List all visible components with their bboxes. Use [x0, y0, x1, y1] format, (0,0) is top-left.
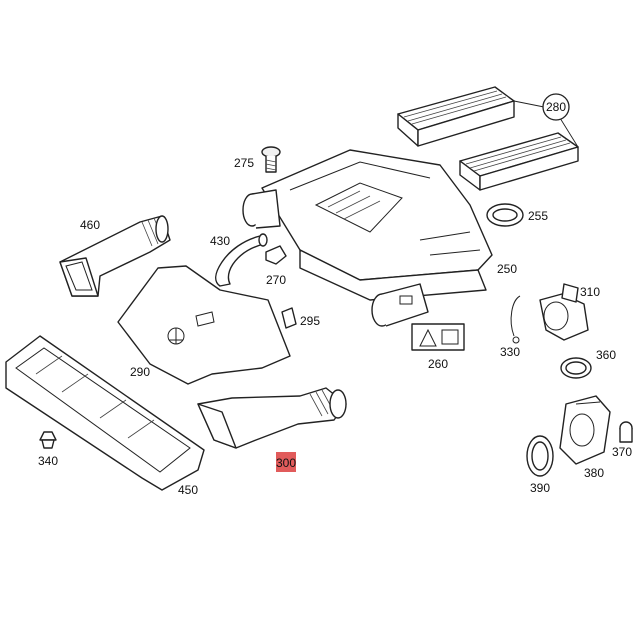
air-filter-housing[interactable] [242, 149, 493, 327]
callout-290[interactable]: 290 [130, 365, 150, 379]
callout-260[interactable]: 260 [428, 357, 448, 371]
callout-450[interactable]: 450 [178, 483, 198, 497]
callout-340[interactable]: 330 [500, 345, 520, 359]
callout-310[interactable]: 460 [80, 218, 100, 232]
cap-390[interactable] [619, 421, 633, 443]
callout-295[interactable]: 295 [300, 314, 320, 328]
bolt-275[interactable] [261, 146, 281, 173]
intake-duct-310[interactable] [59, 215, 171, 297]
callout-250[interactable]: 250 [497, 262, 517, 276]
clip-295[interactable] [281, 307, 297, 329]
callout-360[interactable]: 380 [584, 466, 604, 480]
hose-430[interactable] [215, 233, 268, 287]
air-filter-elements[interactable] [397, 86, 579, 191]
air-mass-sensor-330[interactable] [539, 283, 589, 341]
warning-label-260[interactable] [411, 323, 465, 351]
seal-ring-255[interactable] [486, 203, 524, 227]
fastener-460[interactable] [39, 431, 57, 449]
callout-370[interactable]: 360 [596, 348, 616, 362]
callout-275[interactable]: 275 [234, 156, 254, 170]
svg-text:300: 300 [276, 456, 296, 470]
cowl-panel-450[interactable] [5, 335, 205, 491]
callout-300[interactable]: 300 [276, 452, 296, 472]
callout-330[interactable]: 310 [580, 285, 600, 299]
callout-380[interactable]: 390 [530, 481, 550, 495]
seal-ring-370[interactable] [560, 357, 592, 379]
intake-housing-360[interactable] [559, 395, 611, 465]
wire-340[interactable] [510, 295, 521, 344]
intake-duct-300[interactable] [197, 387, 347, 449]
engine-cover-290[interactable] [117, 265, 291, 385]
callout-280[interactable]: 280 [542, 93, 570, 121]
clip-270[interactable] [265, 245, 287, 265]
callout-255[interactable]: 255 [528, 209, 548, 223]
svg-text:280: 280 [546, 100, 566, 114]
callout-460[interactable]: 340 [38, 454, 58, 468]
callout-270[interactable]: 270 [266, 273, 286, 287]
seal-ring-380[interactable] [526, 435, 554, 477]
callout-430[interactable]: 430 [210, 234, 230, 248]
callout-390[interactable]: 370 [612, 445, 632, 459]
